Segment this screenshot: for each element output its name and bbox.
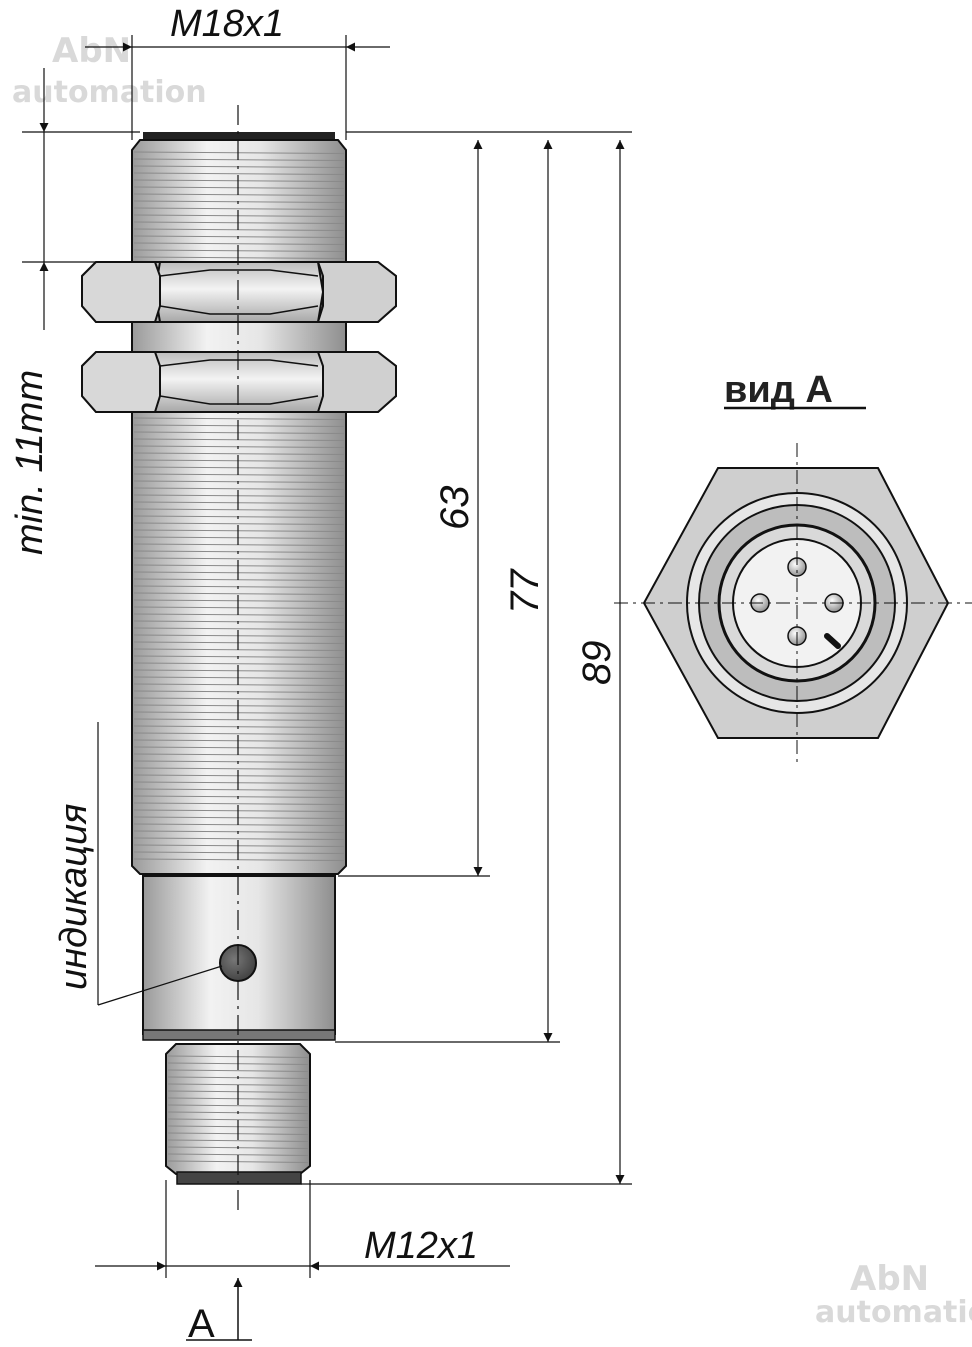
svg-text:automation: automation	[815, 1295, 972, 1330]
label-m12: M12x1	[364, 1225, 478, 1267]
dim-min11	[22, 68, 140, 330]
dim-m12	[95, 1180, 510, 1278]
dim-77	[335, 140, 560, 1043]
svg-text:automation: automation	[12, 75, 207, 110]
label-89: 89	[575, 641, 619, 686]
svg-text:AbN: AbN	[850, 1259, 929, 1299]
watermark-bottom: AbN automation	[815, 1259, 972, 1330]
view-a: вид A	[614, 369, 972, 765]
indicator-section	[142, 875, 336, 1041]
key-notch	[824, 633, 841, 649]
nut-upper	[81, 261, 397, 323]
view-a-title: вид A	[724, 369, 833, 411]
body-threads	[133, 151, 345, 861]
leader-indication	[97, 722, 223, 1006]
sensor-body	[131, 132, 347, 875]
label-view-arrow: A	[188, 1302, 215, 1346]
dim-89	[301, 140, 632, 1185]
connector-m12	[165, 1043, 311, 1185]
label-indication: индикация	[53, 804, 95, 990]
dim-63	[338, 131, 632, 877]
threaded-sleeve	[131, 139, 347, 875]
nut-lower	[81, 351, 397, 413]
label-77: 77	[503, 568, 547, 614]
label-63: 63	[433, 486, 477, 531]
label-m18: M18x1	[170, 3, 284, 45]
svg-text:AbN: AbN	[52, 31, 131, 71]
label-min11: min. 11mm	[9, 370, 51, 555]
view-a-arrow	[186, 1278, 252, 1341]
dim-m18	[85, 35, 390, 140]
